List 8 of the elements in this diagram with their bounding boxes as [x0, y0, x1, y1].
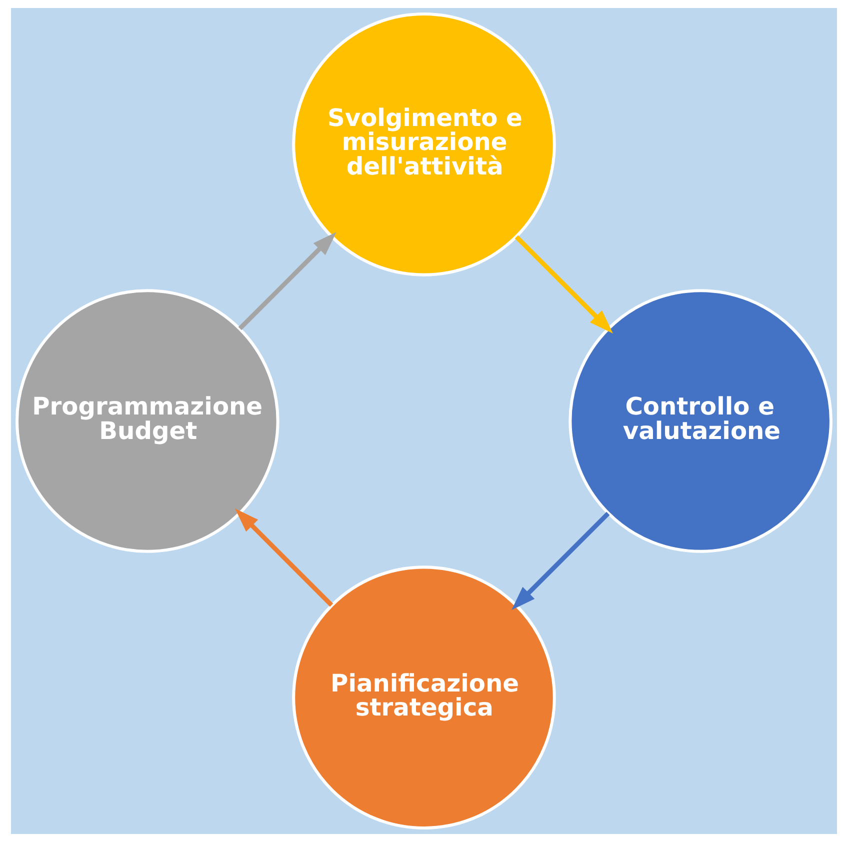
node-circle: Controllo e valutazione — [568, 289, 832, 553]
arrow — [514, 235, 613, 334]
arrow — [238, 232, 336, 330]
node-circle: Pianificazione strategica — [292, 566, 556, 830]
node-circle: Programmazione Budget — [15, 289, 279, 553]
arrow — [234, 508, 333, 607]
arrow — [511, 512, 610, 610]
node-circle: Svolgimento e misurazione dell'attività — [292, 12, 556, 276]
